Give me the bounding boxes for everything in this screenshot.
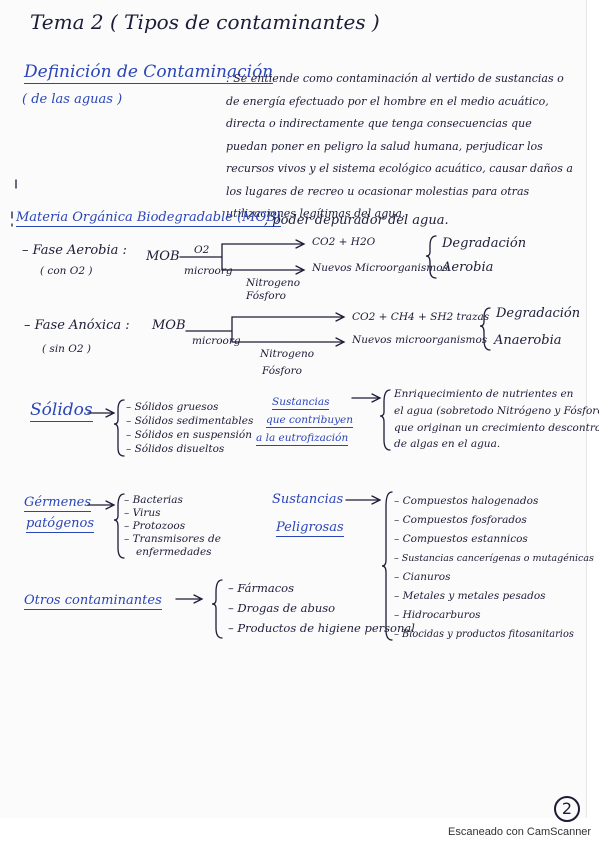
page-title: Tema 2 ( Tipos de contaminantes ) (30, 10, 380, 34)
list-item: – Bacterias (124, 494, 183, 506)
definition-text: : Se entiende como contaminación al vert… (226, 72, 573, 220)
eutro-heading-1: Sustancias (272, 396, 330, 410)
anoxica-out2: Nuevos microorganismos (352, 334, 488, 346)
mob-heading: Materia Orgánica Biodegradable (MOB) (16, 210, 281, 227)
list-item: – Protozoos (124, 520, 186, 532)
eutro-text-2: el agua (sobretodo Nitrógeno y Fósforo), (394, 405, 599, 417)
eutro-heading-2: que contribuyen (266, 414, 353, 428)
list-item: – Sólidos en suspensión (126, 429, 252, 441)
aerobia-brace (425, 235, 437, 279)
aerobia-nutrient1: Nitrogeno (246, 277, 301, 289)
germenes-heading-1: Gérmenes (24, 495, 92, 512)
anoxica-brace (479, 307, 491, 351)
list-item: – Compuestos halogenados (394, 495, 539, 507)
otros-list: – Fármacos – Drogas de abuso – Productos… (228, 578, 415, 638)
definition-subheading: ( de las aguas ) (22, 92, 123, 107)
list-item: – Compuestos estannicos (394, 533, 528, 545)
anoxica-mob: MOB (152, 318, 186, 333)
list-item: – Sólidos sedimentables (126, 415, 254, 427)
arrowhead (105, 408, 116, 418)
aerobia-out2: Nuevos Microorganismos (312, 262, 448, 274)
solidos-heading: Sólidos (30, 400, 93, 422)
aerobia-micro: microorg (184, 265, 233, 277)
germenes-list: – Bacterias – Virus – Protozoos – Transm… (124, 494, 221, 559)
list-item: – Hidrocarburos (394, 609, 481, 621)
list-item: – Drogas de abuso (228, 601, 336, 615)
anoxica-result2: Anaerobia (494, 333, 562, 348)
anoxica-sub: ( sin O2 ) (42, 343, 92, 355)
definition-heading: Definición de Contaminación (24, 62, 274, 84)
eutro-text-3: que originan un crecimiento descontrolad… (394, 422, 599, 434)
anoxica-micro: microorg (192, 335, 241, 347)
peligrosas-heading-2: Peligrosas (276, 520, 344, 537)
list-item: enfermedades (136, 546, 212, 558)
mob-tail: , poder depurador del agua. (264, 213, 449, 228)
anoxica-out1: CO2 + CH4 + SH2 trazas (352, 311, 490, 323)
solidos-list: – Sólidos gruesos – Sólidos sedimentable… (126, 400, 253, 456)
aerobia-result1: Degradación (442, 236, 527, 251)
peligrosas-heading-1: Sustancias (272, 492, 344, 507)
anoxica-nutrient1: Nitrogeno (260, 348, 315, 360)
peligrosas-list: – Compuestos halogenados – Compuestos fo… (394, 492, 594, 644)
list-item: – Virus (124, 507, 161, 519)
list-item: – Metales y metales pesados (394, 590, 546, 602)
arrowhead (371, 393, 382, 403)
arrowhead (335, 337, 346, 347)
germenes-heading-2: patógenos (26, 516, 95, 533)
list-item: – Sustancias cancerígenas o mutagénicas (394, 553, 594, 564)
solidos-brace (113, 399, 125, 457)
aerobia-o2: O2 (194, 244, 210, 256)
peligrosas-brace (381, 491, 393, 641)
list-item: – Sólidos gruesos (126, 401, 219, 413)
page-number: 2 (554, 796, 580, 822)
otros-heading: Otros contaminantes (24, 593, 162, 610)
arrowhead (105, 500, 116, 510)
arrowhead (193, 594, 204, 604)
eutro-brace (379, 389, 391, 451)
aerobia-nutrient2: Fósforo (246, 290, 286, 302)
list-item: – Sólidos disueltos (126, 443, 225, 455)
anoxica-label: – Fase Anóxica : (24, 318, 130, 333)
eutro-text-1: Enriquecimiento de nutrientes en (394, 388, 574, 400)
aerobia-out1: CO2 + H2O (312, 236, 376, 248)
list-item: – Cianuros (394, 571, 451, 583)
anoxica-nutrient2: Fósforo (262, 365, 302, 377)
aerobia-sub: ( con O2 ) (40, 265, 93, 277)
eutro-text-4: de algas en el agua. (394, 438, 501, 450)
otros-brace (211, 579, 223, 639)
arrowhead (335, 312, 346, 322)
anoxica-result1: Degradación (496, 306, 581, 321)
aerobia-result2: Aerobia (442, 260, 494, 275)
list-item: – Biocidas y productos fitosanitarios (394, 629, 574, 640)
germenes-brace (113, 493, 125, 559)
arrowhead (371, 495, 382, 505)
eutro-heading-3: a la eutrofización (256, 432, 349, 446)
list-item: – Fármacos (228, 581, 294, 595)
scanner-watermark: Escaneado con CamScanner (448, 826, 592, 838)
arrowhead (295, 239, 306, 249)
list-item: – Transmisores de (124, 533, 221, 545)
list-item: – Compuestos fosforados (394, 514, 527, 526)
aerobia-label: – Fase Aerobia : (22, 243, 127, 258)
arrowhead (295, 265, 306, 275)
aerobia-mob: MOB (146, 249, 180, 264)
list-item: – Productos de higiene personal (228, 621, 415, 635)
